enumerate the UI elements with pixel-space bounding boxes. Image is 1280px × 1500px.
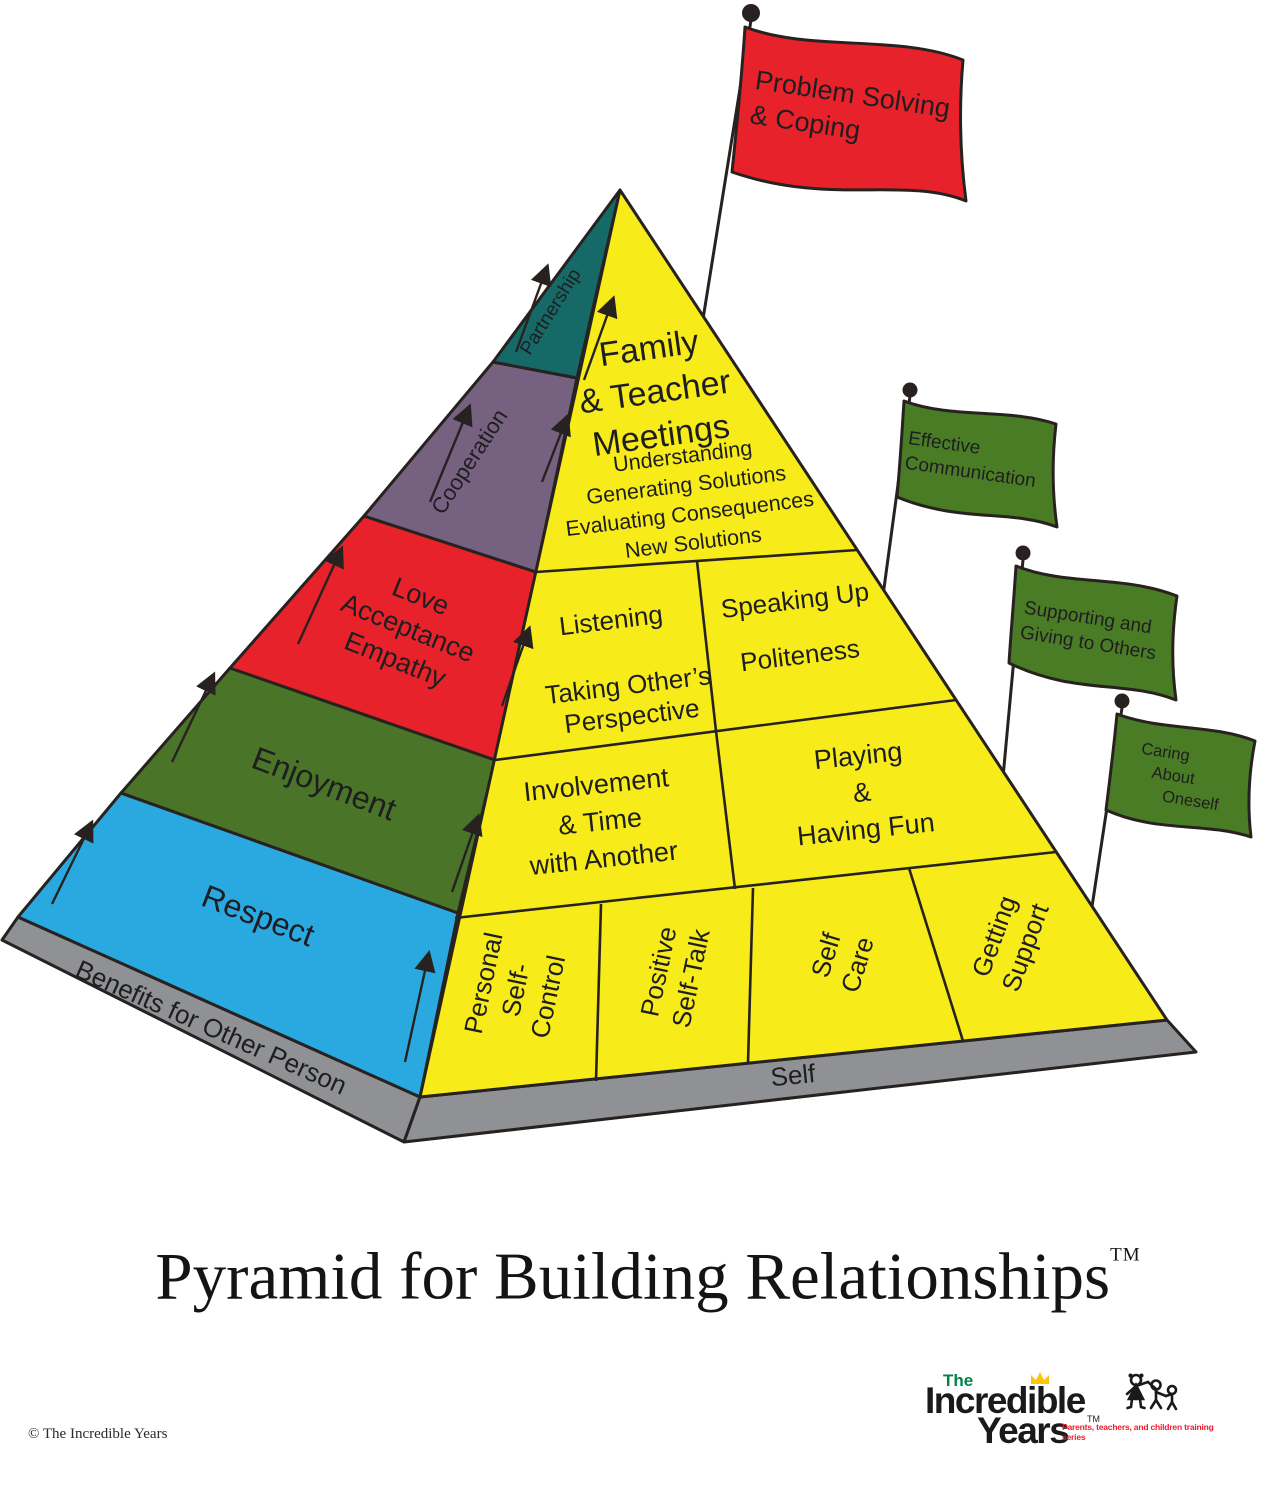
playing-having-fun-label: Playing & Having Fun: [788, 731, 937, 856]
flagpole-ball-1: [902, 382, 918, 398]
personal-self-control-label: Personal Self- Control: [457, 930, 575, 1051]
logo-incredible-text: Incredible: [925, 1380, 1086, 1421]
row-line-3: [454, 850, 1057, 920]
logo-years-text: Years: [977, 1410, 1070, 1451]
up-arrow-icon: [514, 263, 552, 353]
crown-icon: [1031, 1372, 1049, 1384]
title-text: Pyramid for Building Relationships: [155, 1239, 1111, 1314]
up-arrow-icon: [403, 949, 436, 1063]
up-arrow-icon: [170, 671, 216, 763]
up-arrow-icon: [50, 819, 94, 905]
divider-involvement-playing: [714, 730, 737, 890]
row-line-2: [494, 698, 957, 762]
logo-trademark: TM: [1087, 1414, 1100, 1424]
family-figures-icon: [1125, 1373, 1178, 1411]
flag-supporting-giving: [1007, 564, 1179, 702]
self-base-label: Self: [769, 1058, 817, 1093]
logo-the-text: The: [943, 1371, 974, 1390]
flag-problem-solving: [730, 25, 968, 203]
band-arrows: [50, 263, 618, 1063]
divider-selfcare-getting: [907, 867, 965, 1042]
flagpole-ball-top: [742, 4, 760, 22]
flag-effective-communication: [895, 399, 1059, 529]
incredible-years-logo: The Incredible Years TM Parents, teacher…: [925, 1370, 1225, 1451]
trademark-symbol: TM: [1110, 1244, 1141, 1266]
copyright-text: © The Incredible Years: [28, 1426, 168, 1442]
flag-caring-oneself: [1104, 712, 1257, 839]
up-arrow-icon: [296, 545, 344, 645]
row-line-1: [535, 548, 858, 574]
up-arrow-icon: [450, 813, 483, 893]
flag-caring-oneself-label: Caring About Oneself: [1133, 738, 1227, 816]
front-face-grid: [454, 548, 1057, 1082]
page-title: Pyramid for Building RelationshipsTM: [155, 1239, 1140, 1316]
flagpole-ball-2: [1015, 545, 1031, 561]
up-arrow-icon: [428, 403, 473, 503]
divider-personal-positive: [594, 903, 603, 1082]
logo-tagline: Parents, teachers, and children training…: [1062, 1422, 1214, 1442]
involvement-time-label: Involvement & Time with Another: [520, 759, 679, 885]
divider-listening-speaking: [695, 560, 718, 732]
flagpole-ball-3: [1114, 693, 1130, 709]
up-arrow-icon: [540, 413, 571, 483]
up-arrow-icon: [500, 625, 534, 707]
up-arrow-icon: [582, 295, 618, 381]
divider-positive-selfcare: [746, 887, 755, 1064]
